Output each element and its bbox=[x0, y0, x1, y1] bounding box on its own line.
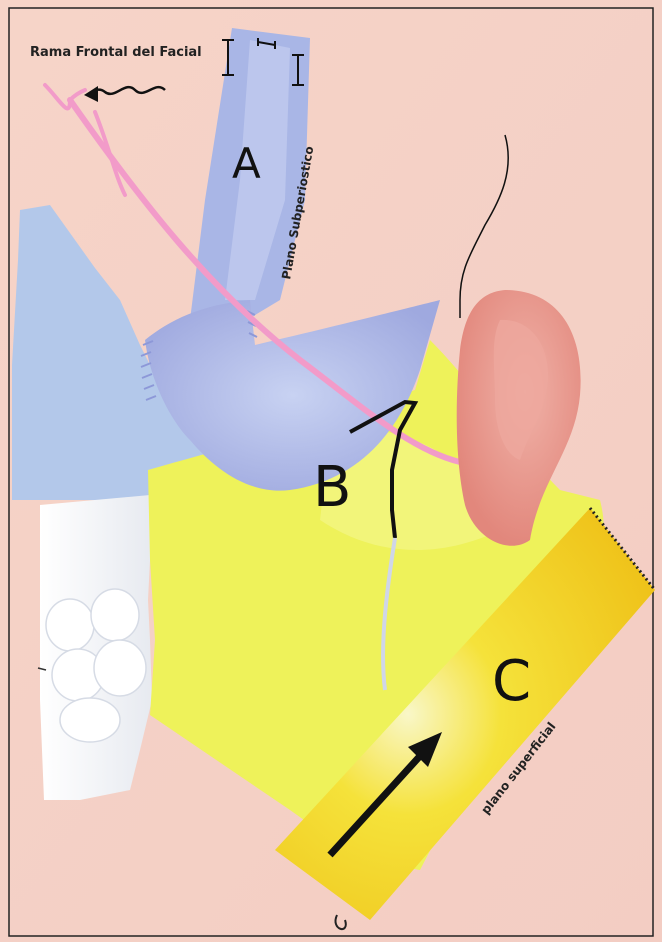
facial-branch-label: Rama Frontal del Facial bbox=[30, 45, 202, 60]
label-a: A bbox=[232, 139, 261, 188]
label-c: C bbox=[492, 649, 531, 714]
label-b: B bbox=[313, 455, 351, 520]
